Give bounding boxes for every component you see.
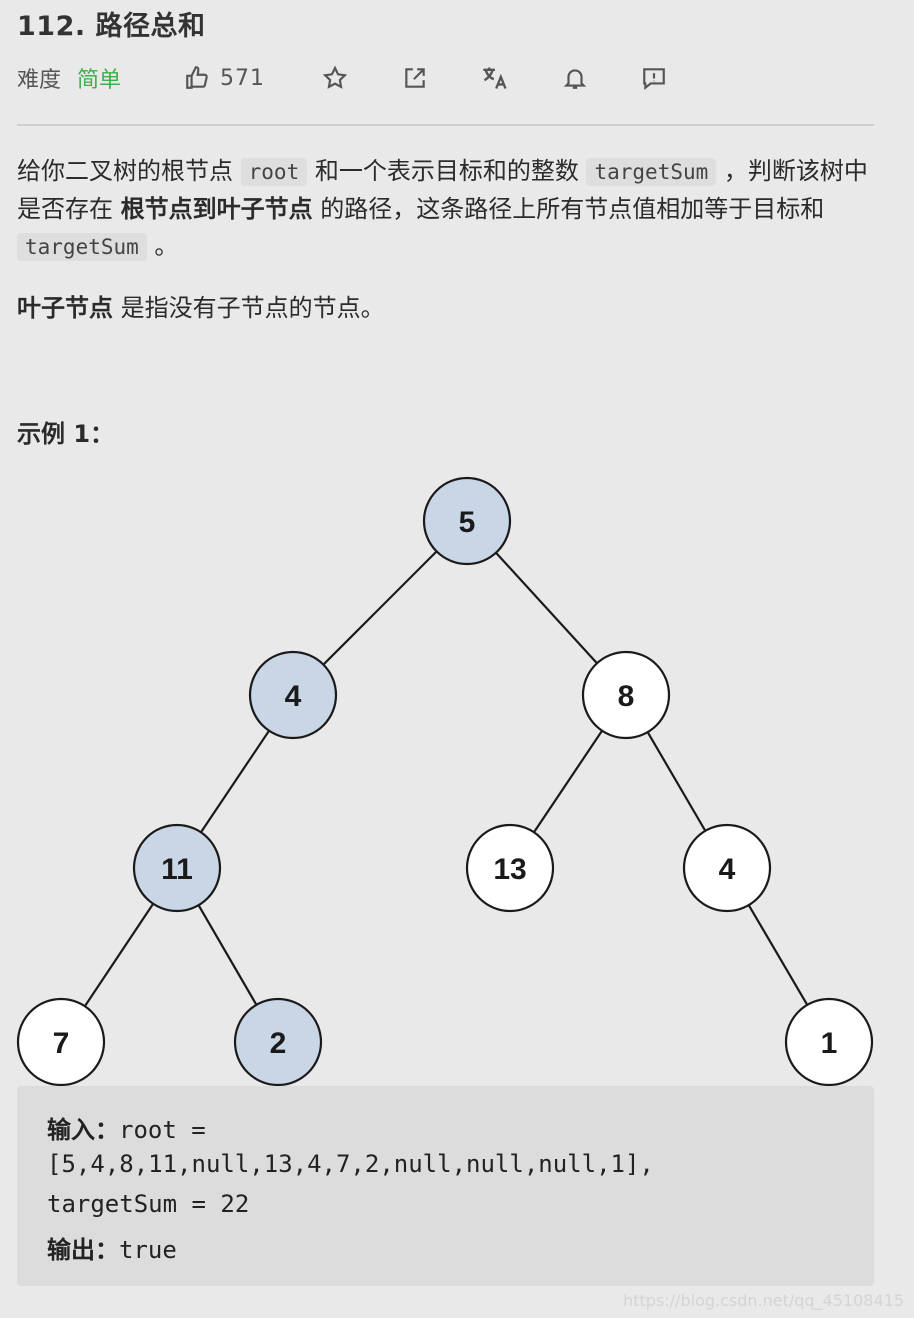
example-io-box: 输入：root = [5,4,8,11,null,13,4,7,2,null,n… [17,1086,874,1286]
tree-node-circle [422,476,512,566]
tree-node: 8 [581,650,671,740]
desc-text: 给你二叉树的根节点 [17,157,241,185]
desc-text: 和一个表示目标和的整数 [307,157,587,185]
leaf-bold: 叶子节点 [17,294,113,322]
desc-text: 的路径，这条路径上所有节点值相加等于目标和 [312,195,825,223]
tree-node-label: 11 [161,853,193,886]
input-label: 输入： [47,1116,119,1144]
bell-icon [563,69,587,89]
feedback-icon [643,68,665,91]
tree-node-circle [682,823,772,913]
translate-icon [483,67,507,89]
share-button[interactable] [402,60,428,96]
tree-node-circle [132,823,222,913]
tree-node-circle [465,823,555,913]
watermark: https://blog.csdn.net/qq_45108415 [623,1291,904,1310]
tree-node: 4 [682,823,772,913]
leaf-text: 是指没有子节点的节点。 [113,294,385,322]
divider [17,124,874,126]
tree-node-label: 13 [493,853,526,886]
like-count: 571 [220,65,265,91]
difficulty-value: 简单 [77,68,122,93]
input-line-1: 输入：root = [47,1110,206,1145]
tree-node: 7 [16,997,106,1087]
tree-node-label: 7 [53,1027,70,1060]
meta-row: 难度 简单 571 [17,60,877,96]
output-line: 输出：true [47,1230,177,1265]
desc-text: ，判断该树中是否存在 [17,157,868,223]
tree-node-circle [248,650,338,740]
translate-button[interactable] [481,60,509,96]
notify-button[interactable] [562,60,588,96]
code-targetsum: targetSum [586,158,717,186]
tree-node-circle [233,997,323,1087]
output-value: true [119,1236,177,1264]
tree-node-label: 5 [459,506,476,539]
tree-node: 13 [465,823,555,913]
problem-title: 112. 路径总和 [17,11,206,42]
desc-text: 。 [146,232,179,260]
code-targetsum: targetSum [17,233,147,261]
binary-tree-diagram: 5 4 8 11 13 4 7 2 1 [16,476,874,1087]
code-root: root [240,158,308,186]
tree-edges [60,520,830,1043]
thumbs-up-icon [186,66,208,89]
difficulty-label: 难度 [17,68,62,93]
like-button[interactable]: 571 [184,60,265,96]
tree-node-label: 4 [285,680,302,713]
share-icon [405,68,425,88]
feedback-button[interactable] [641,60,667,96]
tree-nodes: 5 4 8 11 13 4 7 2 1 [16,476,874,1087]
input-line-2: [5,4,8,11,null,13,4,7,2,null,null,null,1… [47,1150,654,1178]
output-label: 输出： [47,1236,119,1264]
tree-node: 11 [132,823,222,913]
tree-node-label: 1 [821,1027,838,1060]
tree-node: 5 [422,476,512,566]
tree-node: 4 [248,650,338,740]
tree-node-circle [784,997,874,1087]
input-line-3: targetSum = 22 [47,1190,250,1218]
leaf-definition: 叶子节点 是指没有子节点的节点。 [17,290,877,327]
tree-node: 2 [233,997,323,1087]
tree-node-label: 4 [719,853,736,886]
input-value: root = [119,1116,206,1144]
example-title: 示例 1： [17,420,115,448]
tree-node-circle [16,997,106,1087]
desc-bold: 根节点到叶子节点 [120,195,313,223]
star-icon [322,65,348,89]
tree-node: 1 [784,997,874,1087]
tree-node-circle [581,650,671,740]
tree-node-label: 8 [618,680,635,713]
tree-node-label: 2 [270,1027,287,1060]
description-paragraph: 给你二叉树的根节点 root 和一个表示目标和的整数 targetSum ，判断… [17,153,877,266]
favorite-button[interactable] [322,60,348,96]
